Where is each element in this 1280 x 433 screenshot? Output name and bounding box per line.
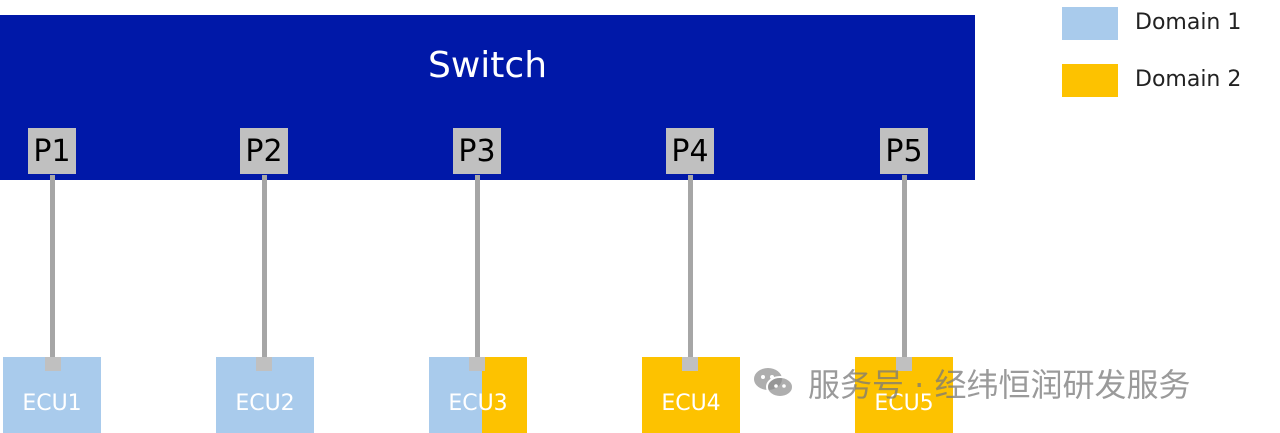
- wire-p1-ecu1: [50, 175, 55, 365]
- port-p1: P1: [28, 128, 76, 174]
- ecu5-connector: [896, 357, 912, 371]
- legend-label-domain1: Domain 1: [1135, 10, 1242, 35]
- ecu2-connector: [256, 357, 272, 371]
- watermark-text: 服务号 · 经纬恒润研发服务: [808, 366, 1191, 404]
- watermark: 服务号 · 经纬恒润研发服务: [752, 360, 1191, 406]
- wire-p3-ecu3: [475, 175, 480, 365]
- ecu4-connector: [682, 357, 698, 371]
- ecu1-box: ECU1: [3, 357, 101, 433]
- wire-p2-ecu2: [262, 175, 267, 365]
- ecu3-connector: [469, 357, 485, 371]
- port-p5: P5: [880, 128, 928, 174]
- ecu1-connector: [45, 357, 61, 371]
- wechat-icon: [752, 365, 796, 401]
- legend-swatch-domain1: [1062, 7, 1118, 40]
- switch-label: Switch: [427, 45, 548, 86]
- port-p2: P2: [240, 128, 288, 174]
- wire-p4-ecu4: [688, 175, 693, 365]
- wire-p5-ecu5: [902, 175, 907, 365]
- port-p3: P3: [453, 128, 501, 174]
- ecu3-box: ECU3: [429, 357, 527, 433]
- port-p4: P4: [666, 128, 714, 174]
- legend-label-domain2: Domain 2: [1135, 67, 1242, 92]
- legend-swatch-domain2: [1062, 64, 1118, 97]
